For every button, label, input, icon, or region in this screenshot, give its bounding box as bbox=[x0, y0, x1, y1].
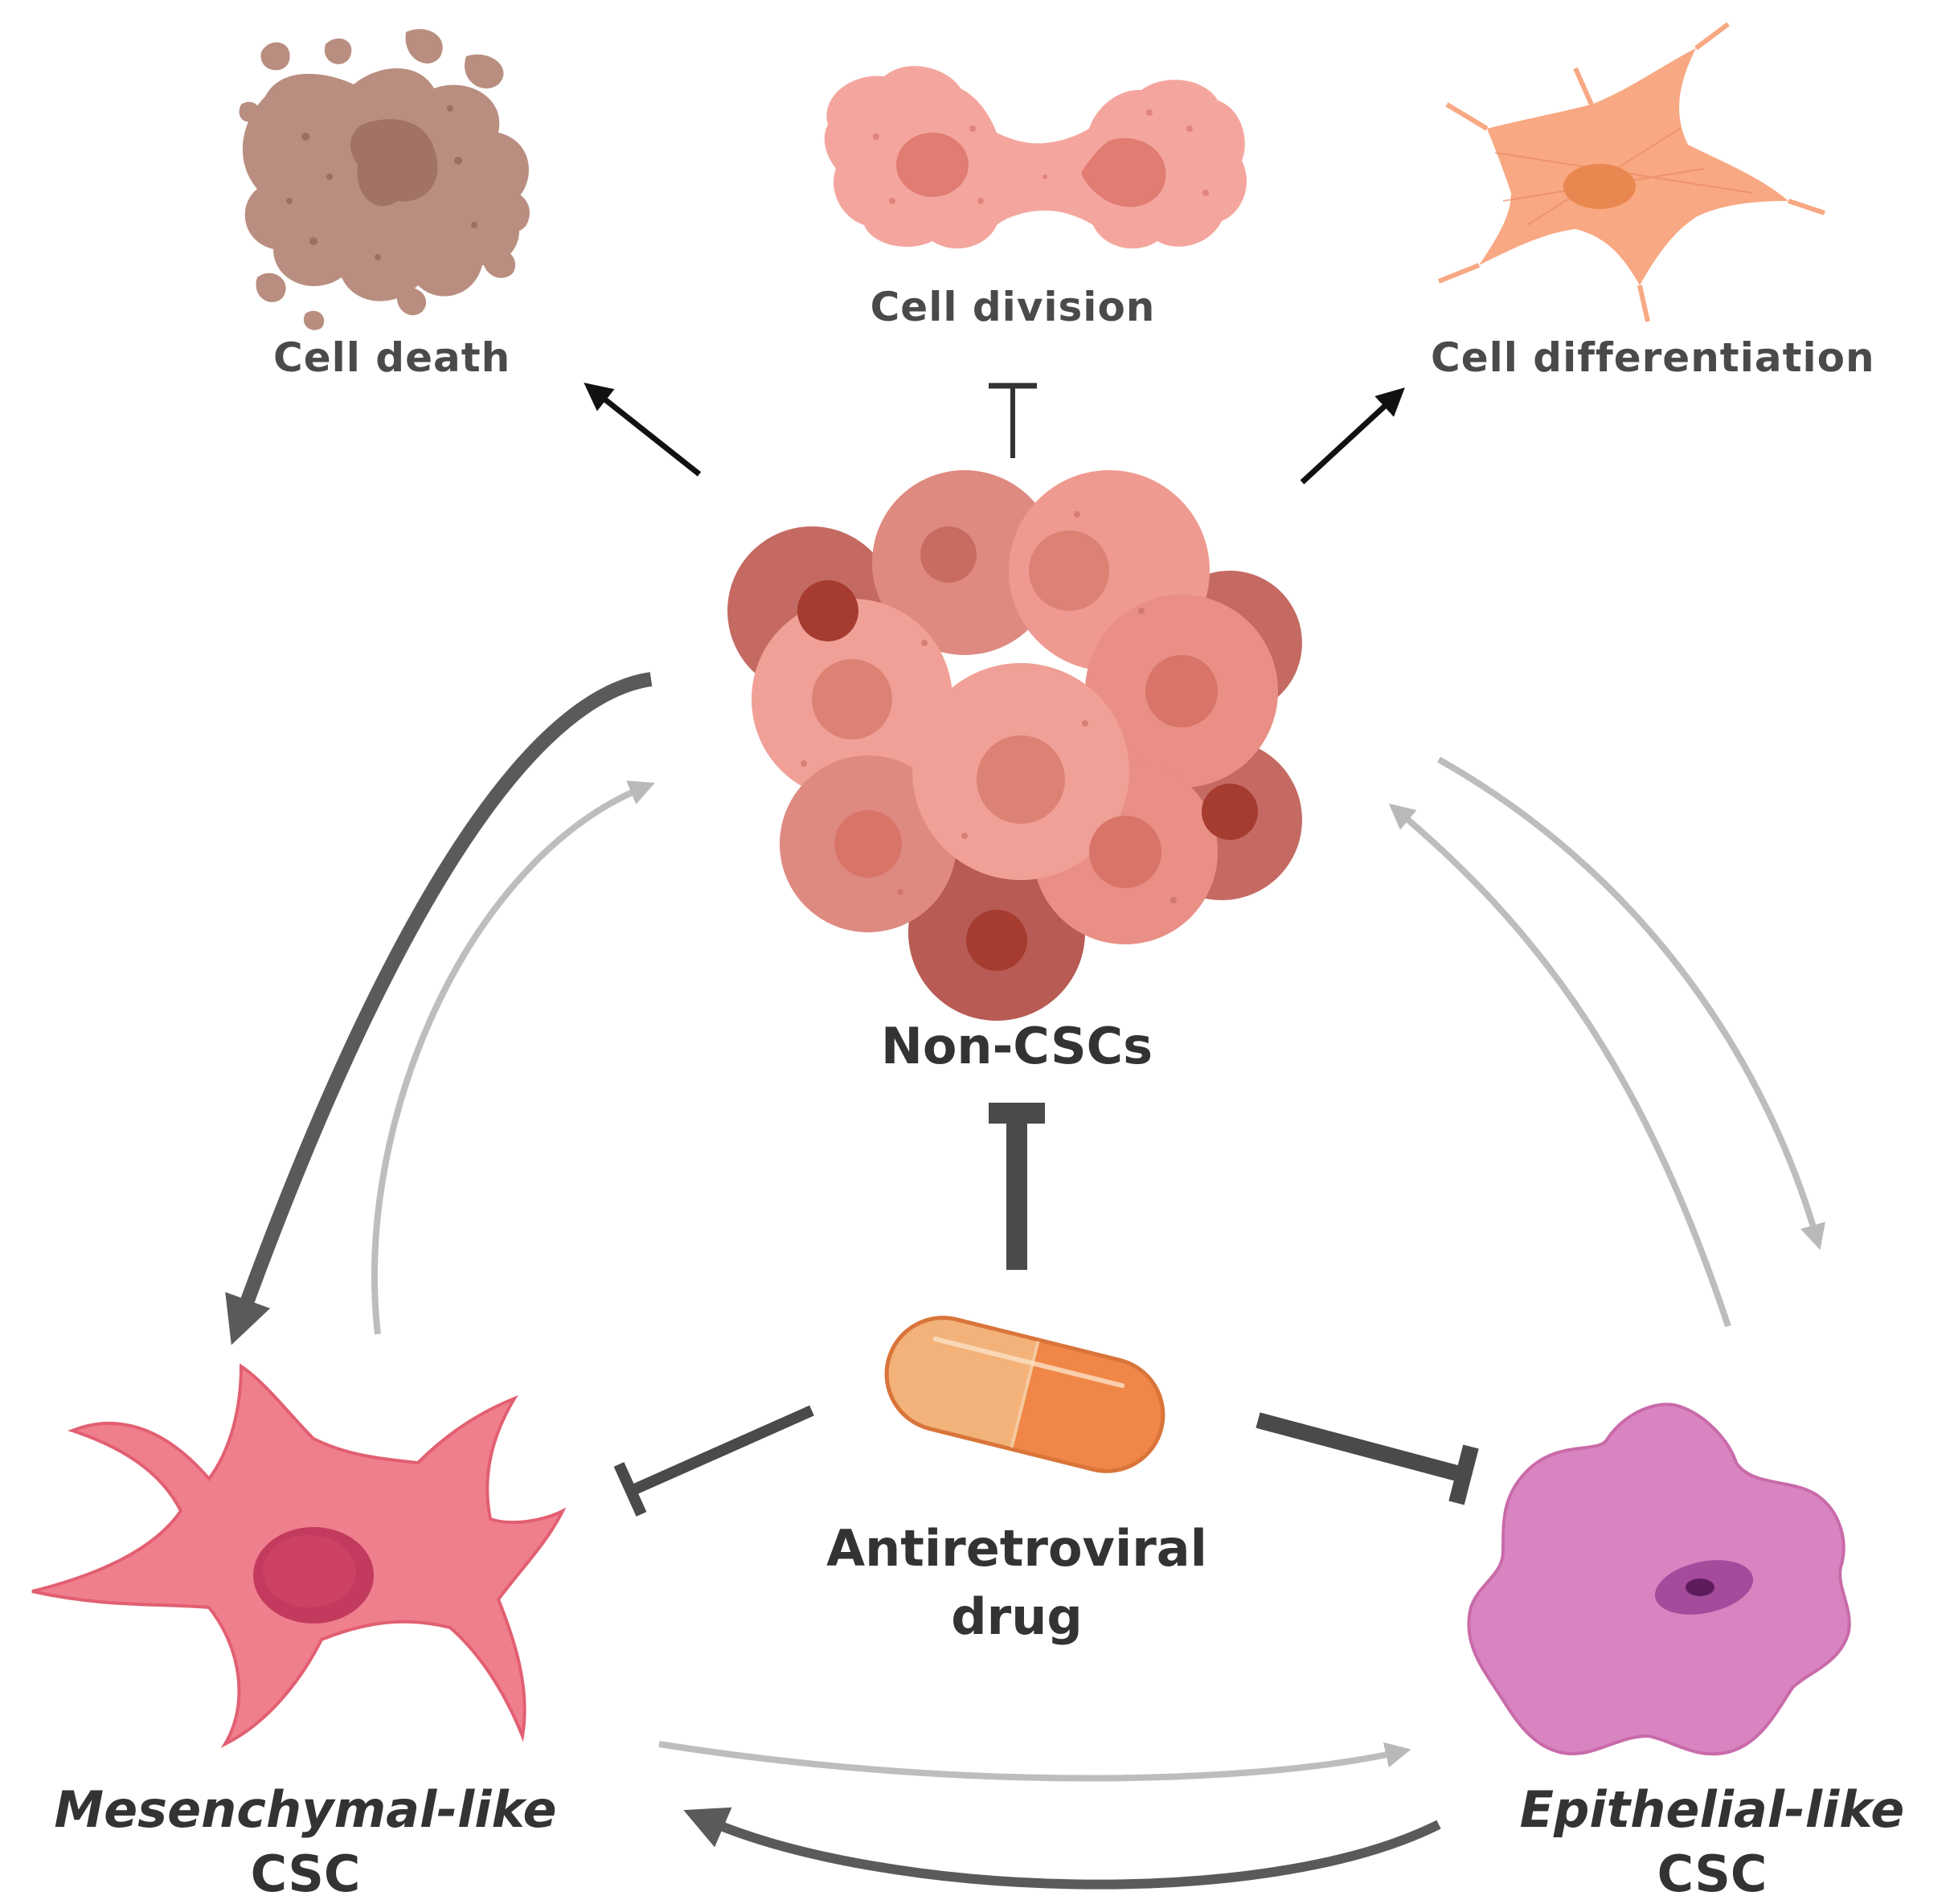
label-mesenchymal-line2: CSC bbox=[250, 1845, 361, 1903]
inhibit-mesenchymal bbox=[613, 1405, 814, 1517]
arrow-noncsc-to-mesenchymal bbox=[225, 672, 653, 1345]
arrow-mesenchymal-to-noncsc bbox=[371, 780, 655, 1335]
arrow-epithelial-to-noncsc bbox=[1388, 803, 1731, 1328]
arrow-noncsc-to-epithelial bbox=[1437, 756, 1825, 1251]
arrow-to-cell-differentiation bbox=[1300, 387, 1405, 485]
label-cell-division: Cell division bbox=[870, 284, 1156, 330]
tumor-cluster-icon bbox=[727, 470, 1302, 1021]
label-drug-line1: Antiretroviral bbox=[826, 1519, 1207, 1578]
inhibit-cell-division bbox=[989, 383, 1037, 458]
epithelial-cell-icon bbox=[1467, 1402, 1851, 1756]
inhibit-epithelial bbox=[1256, 1412, 1479, 1505]
label-cell-differentiation: Cell differentiation bbox=[1431, 334, 1875, 381]
dividing-cell-icon bbox=[824, 66, 1247, 249]
label-epithelial-line2: CSC bbox=[1657, 1845, 1768, 1903]
label-mesenchymal-line1: Mesenchymal-like bbox=[54, 1780, 557, 1839]
differentiated-cell-icon bbox=[1437, 22, 1825, 322]
dying-cell-icon bbox=[239, 29, 530, 330]
inhibit-noncsc bbox=[989, 1103, 1045, 1270]
label-drug-line2: drug bbox=[951, 1587, 1083, 1646]
label-cell-death: Cell death bbox=[273, 334, 511, 381]
mesenchymal-cell-icon bbox=[31, 1363, 567, 1748]
arrow-epithelial-to-mesenchymal bbox=[683, 1807, 1441, 1890]
arrow-to-cell-death bbox=[584, 383, 702, 477]
label-non-cscs: Non-CSCs bbox=[880, 1017, 1153, 1075]
arrow-mesenchymal-to-epithelial bbox=[658, 1741, 1411, 1782]
label-epithelial-line1: Epithelial-like bbox=[1519, 1780, 1905, 1839]
capsule-pill-icon bbox=[884, 1316, 1165, 1473]
